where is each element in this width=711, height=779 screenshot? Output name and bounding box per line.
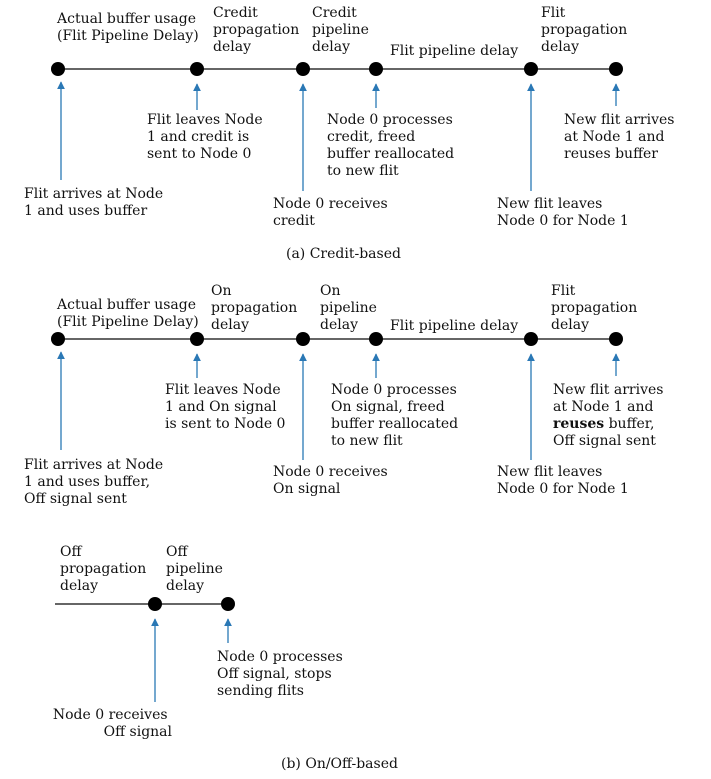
credit-event-dot bbox=[369, 62, 383, 76]
credit-pipeline-label: Credit pipeline delay bbox=[312, 5, 373, 55]
credit-node0-processes-label: Node 0 processes credit, freed buffer re… bbox=[327, 112, 459, 179]
onoff-new-flit-arrives-label: New flit arrives at Node 1 and reuses bu… bbox=[553, 382, 668, 449]
credit-flit-propagation-label: Flit propagation delay bbox=[541, 5, 632, 55]
off-event-dot bbox=[148, 597, 162, 611]
onoff-event-dot bbox=[609, 332, 623, 346]
credit-flit-leaves-label: Flit leaves Node 1 and credit is sent to… bbox=[147, 112, 267, 162]
on-propagation-label: On propagation delay bbox=[211, 283, 302, 333]
onoff-event-dot bbox=[51, 332, 65, 346]
credit-flit-pipeline-label: Flit pipeline delay bbox=[390, 43, 518, 59]
onoff-node0-receives-label: Node 0 receives On signal bbox=[273, 464, 392, 497]
credit-caption: (a) Credit-based bbox=[286, 246, 401, 262]
reuses-rest: buffer, bbox=[604, 416, 654, 432]
credit-actual-buffer-label: Actual buffer usage (Flit Pipeline Delay… bbox=[56, 11, 200, 44]
off-node0-processes-label: Node 0 processes Off signal, stops sendi… bbox=[217, 649, 347, 699]
onoff-event-dot bbox=[190, 332, 204, 346]
onoff-flit-pipeline-label: Flit pipeline delay bbox=[390, 318, 518, 334]
reuses-bold-word: reuses bbox=[553, 416, 604, 432]
onoff-node0-processes-label: Node 0 processes On signal, freed buffer… bbox=[331, 382, 463, 449]
credit-event-dot bbox=[296, 62, 310, 76]
on-pipeline-label: On pipeline delay bbox=[320, 283, 381, 333]
onoff-event-dot bbox=[524, 332, 538, 346]
credit-event-dot bbox=[609, 62, 623, 76]
credit-new-flit-leaves-label: New flit leaves Node 0 for Node 1 bbox=[497, 196, 629, 229]
off-propagation-label: Off propagation delay bbox=[60, 544, 151, 594]
credit-flit-arrives-label: Flit arrives at Node 1 and uses buffer bbox=[24, 186, 168, 219]
onoff-caption: (b) On/Off-based bbox=[281, 756, 398, 772]
onoff-event-dot bbox=[369, 332, 383, 346]
onoff-event-dot bbox=[296, 332, 310, 346]
credit-node0-receives-label: Node 0 receives credit bbox=[273, 196, 392, 229]
onoff-flit-arrives-label: Flit arrives at Node 1 and uses buffer, … bbox=[24, 457, 168, 507]
onoff-flit-leaves-label: Flit leaves Node 1 and On signal is sent… bbox=[165, 382, 285, 432]
off-event-dot bbox=[221, 597, 235, 611]
credit-event-dot bbox=[190, 62, 204, 76]
credit-event-dot bbox=[51, 62, 65, 76]
off-pipeline-label: Off pipeline delay bbox=[166, 544, 227, 594]
credit-propagation-label: Credit propagation delay bbox=[213, 5, 304, 55]
onoff-timeline: Actual buffer usage (Flit Pipeline Delay… bbox=[24, 283, 668, 772]
credit-timeline: Actual buffer usage (Flit Pipeline Delay… bbox=[24, 5, 679, 262]
onoff-actual-buffer-label: Actual buffer usage (Flit Pipeline Delay… bbox=[56, 297, 200, 330]
onoff-new-flit-leaves-label: New flit leaves Node 0 for Node 1 bbox=[497, 464, 629, 497]
credit-event-dot bbox=[524, 62, 538, 76]
off-node0-receives-label: Node 0 receives Off signal bbox=[53, 707, 173, 740]
credit-new-flit-arrives-label: New flit arrives at Node 1 and reuses bu… bbox=[564, 112, 679, 162]
onoff-flit-propagation-label: Flit propagation delay bbox=[551, 283, 642, 333]
